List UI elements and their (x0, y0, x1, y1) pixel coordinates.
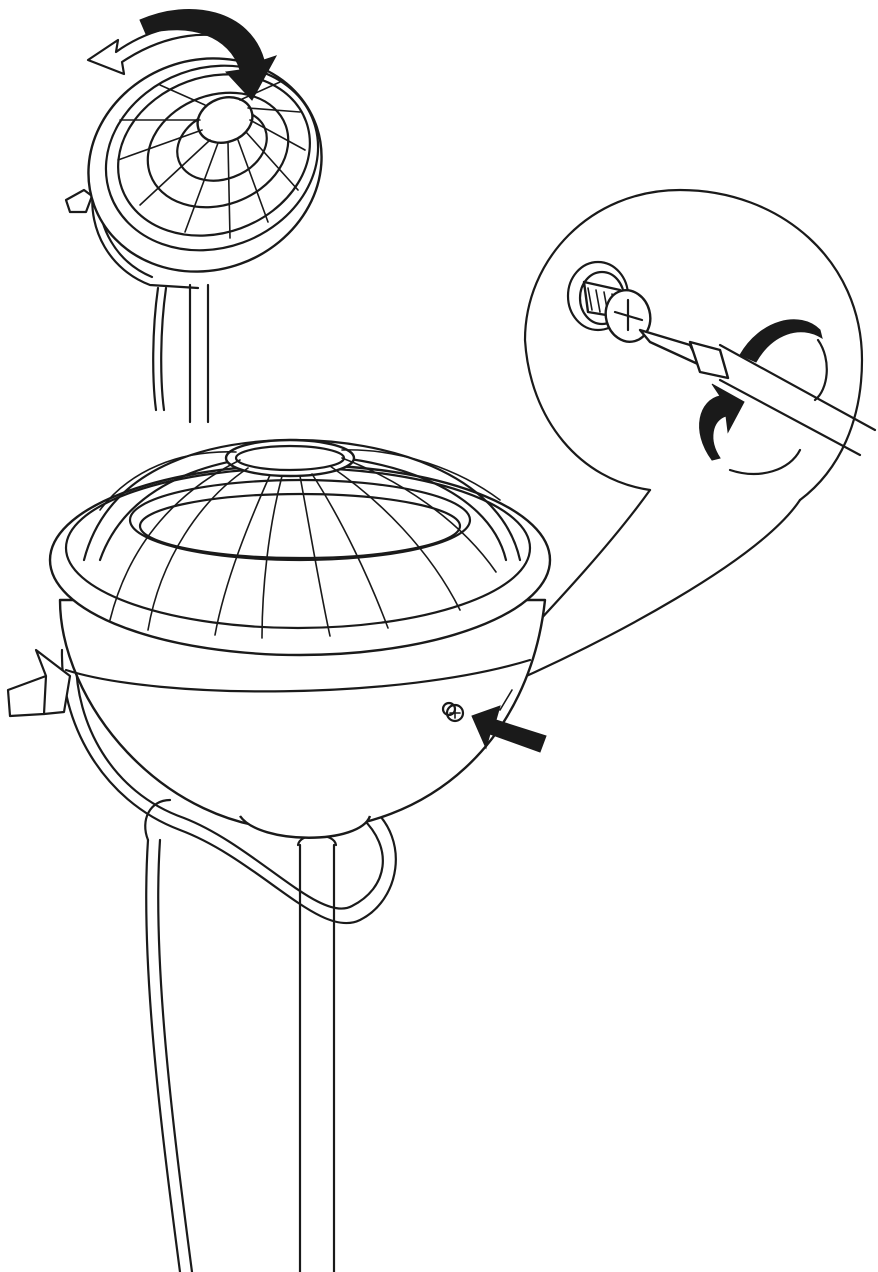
black-pointer-arrow-icon (471, 705, 547, 753)
curved-rotation-arrow-icon (86, 8, 278, 101)
main-lamp (6, 438, 552, 1272)
small-lamp-head (64, 57, 323, 424)
detail-callout (464, 188, 877, 702)
